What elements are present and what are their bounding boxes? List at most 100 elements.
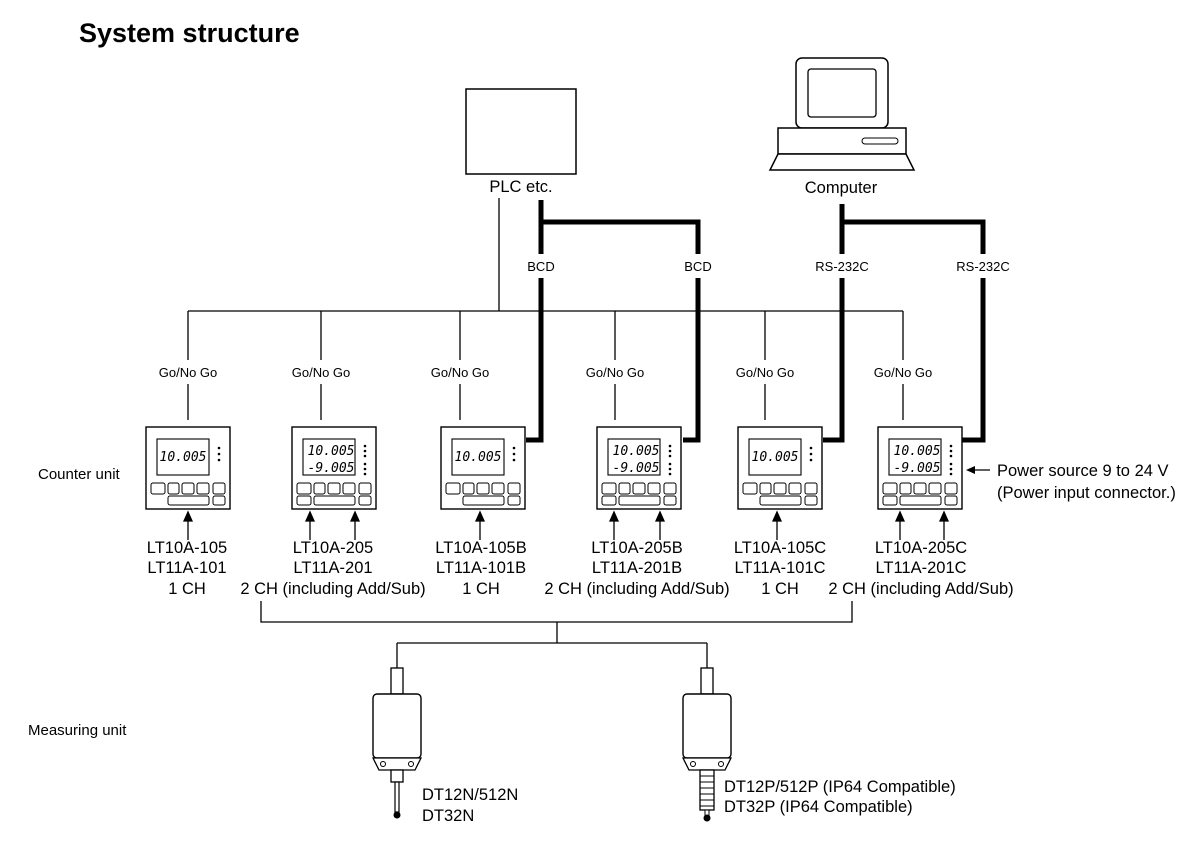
model-3-channels: 1 CH (462, 580, 500, 598)
up-button[interactable] (507, 482, 521, 495)
go-no-go-bus (187, 198, 904, 420)
input-arrows (182, 510, 950, 540)
counter-unit-5: 10.005 (737, 426, 823, 510)
bcd-label-2: BCD (684, 259, 711, 274)
up-button[interactable] (358, 482, 372, 495)
right-button[interactable] (944, 495, 958, 506)
model-5-line2: LT11A-101C (734, 559, 825, 577)
go-no-go-label-3: Go/No Go (431, 365, 490, 380)
right-button[interactable] (358, 495, 372, 506)
model-4-line2: LT11A-201B (592, 559, 682, 577)
right-button[interactable] (804, 495, 818, 506)
measuring-unit-1-line1: DT12N/512N (422, 786, 518, 804)
reset-button[interactable] (601, 482, 617, 495)
channel-button[interactable] (601, 495, 617, 506)
comp-button[interactable] (647, 482, 661, 495)
counter-display-2a: 10.005 (308, 444, 355, 459)
counter-display-3: 10.005 (455, 450, 502, 465)
model-5-channels: 1 CH (761, 580, 799, 598)
model-2-line1: LT10A-205 (293, 539, 373, 557)
preset-button[interactable] (618, 482, 631, 495)
model-2-line2: LT11A-201 (293, 559, 372, 577)
preset-button[interactable] (167, 482, 180, 495)
mode-button[interactable] (773, 482, 787, 495)
set-button[interactable] (759, 495, 802, 506)
counter-display-6a: 10.005 (894, 444, 941, 459)
model-1-line2: LT11A-101 (147, 559, 226, 577)
gauge-probe-p (681, 667, 733, 822)
plc-label: PLC etc. (489, 178, 552, 196)
measuring-unit-1-line2: DT32N (422, 807, 474, 825)
power-arrow (966, 466, 990, 474)
right-button[interactable] (663, 495, 677, 506)
comp-button[interactable] (491, 482, 505, 495)
rs232c-label-1: RS-232C (815, 259, 868, 274)
mode-button[interactable] (327, 482, 341, 495)
plc-box (465, 88, 577, 175)
right-button[interactable] (212, 495, 226, 506)
bcd-bus (526, 200, 701, 443)
model-1-channels: 1 CH (168, 580, 206, 598)
power-source-label: Power source 9 to 24 V (997, 462, 1169, 480)
counter-unit-1: 10.005 (145, 426, 231, 510)
mode-button[interactable] (632, 482, 646, 495)
model-3-line2: LT11A-101B (436, 559, 526, 577)
mode-button[interactable] (913, 482, 927, 495)
preset-button[interactable] (759, 482, 772, 495)
reset-button[interactable] (742, 482, 758, 495)
model-6-channels: 2 CH (including Add/Sub) (828, 580, 1013, 598)
counter-unit-6: 10.005 -9.005 (877, 426, 963, 510)
model-4-line1: LT10A-205B (591, 539, 682, 557)
preset-button[interactable] (462, 482, 475, 495)
comp-button[interactable] (928, 482, 942, 495)
mode-button[interactable] (476, 482, 490, 495)
model-4-channels: 2 CH (including Add/Sub) (544, 580, 729, 598)
counter-unit-4: 10.005 -9.005 (596, 426, 682, 510)
rs232c-bus (823, 204, 986, 443)
counter-display-4a: 10.005 (613, 444, 660, 459)
mode-button[interactable] (181, 482, 195, 495)
preset-button[interactable] (313, 482, 326, 495)
up-button[interactable] (663, 482, 677, 495)
right-button[interactable] (507, 495, 521, 506)
up-button[interactable] (804, 482, 818, 495)
comp-button[interactable] (196, 482, 210, 495)
counter-display-5: 10.005 (752, 450, 799, 465)
model-1-line1: LT10A-105 (147, 539, 227, 557)
set-button[interactable] (618, 495, 661, 506)
measuring-unit-2-line2: DT32P (IP64 Compatible) (724, 798, 913, 816)
set-button[interactable] (167, 495, 210, 506)
comp-button[interactable] (342, 482, 356, 495)
power-connector-label: (Power input connector.) (997, 484, 1176, 502)
model-6-line2: LT11A-201C (875, 559, 966, 577)
comp-button[interactable] (788, 482, 802, 495)
up-button[interactable] (212, 482, 226, 495)
channel-button[interactable] (296, 495, 312, 506)
go-no-go-label-5: Go/No Go (736, 365, 795, 380)
reset-button[interactable] (150, 482, 166, 495)
reset-button[interactable] (445, 482, 461, 495)
go-no-go-label-6: Go/No Go (874, 365, 933, 380)
up-button[interactable] (944, 482, 958, 495)
set-button[interactable] (462, 495, 505, 506)
preset-button[interactable] (899, 482, 912, 495)
model-3-line1: LT10A-105B (435, 539, 526, 557)
reset-button[interactable] (296, 482, 312, 495)
reset-button[interactable] (882, 482, 898, 495)
gauge-probe-n (371, 667, 423, 819)
channel-button[interactable] (882, 495, 898, 506)
bcd-label-1: BCD (527, 259, 554, 274)
computer-label: Computer (805, 179, 878, 197)
page-title: System structure (79, 18, 300, 48)
measuring-unit-label: Measuring unit (28, 722, 127, 739)
counter-display-1: 10.005 (160, 450, 207, 465)
set-button[interactable] (899, 495, 942, 506)
rs232c-label-2: RS-232C (956, 259, 1009, 274)
counter-display-6b: -9.005 (894, 461, 941, 476)
model-2-channels: 2 CH (including Add/Sub) (240, 580, 425, 598)
measuring-unit-2-line1: DT12P/512P (IP64 Compatible) (724, 778, 956, 796)
model-5-line1: LT10A-105C (734, 539, 826, 557)
set-button[interactable] (313, 495, 356, 506)
counter-unit-3: 10.005 (440, 426, 526, 510)
